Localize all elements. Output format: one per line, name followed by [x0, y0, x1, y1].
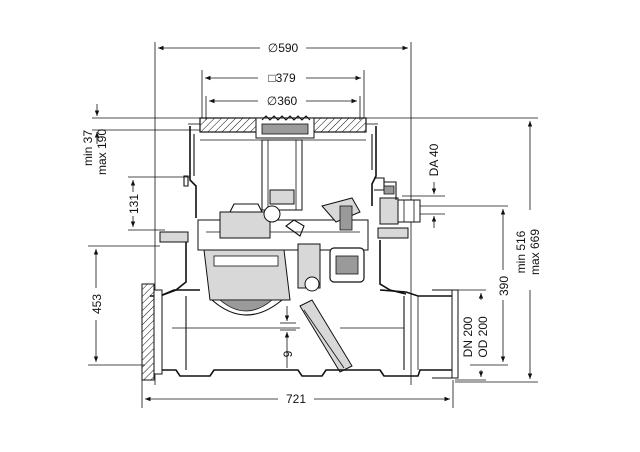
label-131: 131	[127, 194, 141, 214]
dimension-516-669: min 516 max 669	[365, 117, 542, 383]
dimension-721: 721	[141, 380, 454, 408]
dimension-sq379: □379	[201, 70, 365, 118]
discharge-connector	[383, 181, 397, 200]
label-min37: min 37	[81, 130, 95, 166]
label-da40: DA 40	[427, 143, 441, 176]
dimension-d590: ∅590	[154, 41, 412, 385]
label-sq379: □379	[268, 71, 296, 85]
dimension-dn-od-200: DN 200 OD 200	[455, 289, 490, 381]
dimension-131: 131	[127, 176, 190, 231]
backflow-flap	[299, 299, 353, 373]
label-453: 453	[90, 294, 104, 314]
grate-cover	[188, 115, 378, 139]
label-d590: ∅590	[268, 41, 299, 55]
dimension-453: 453	[88, 245, 160, 366]
dimension-min-max-height: min 37 max 190	[81, 104, 200, 175]
dimension-9: 9	[280, 306, 296, 368]
pipe-housing	[141, 283, 459, 381]
dimension-d360: ∅360	[205, 94, 361, 120]
attachment-body	[189, 126, 377, 218]
internal-mechanism	[203, 197, 365, 316]
label-721: 721	[286, 392, 306, 406]
dimension-390: 390	[420, 205, 511, 366]
label-d360: ∅360	[267, 94, 298, 108]
label-390: 390	[497, 276, 511, 296]
label-9: 9	[281, 350, 295, 357]
label-min516: min 516	[514, 230, 528, 273]
label-od200: OD 200	[476, 316, 490, 358]
label-max190: max 190	[95, 129, 109, 175]
label-max669: max 669	[528, 229, 542, 275]
label-dn200: DN 200	[461, 316, 475, 357]
flange-collar	[159, 175, 421, 243]
